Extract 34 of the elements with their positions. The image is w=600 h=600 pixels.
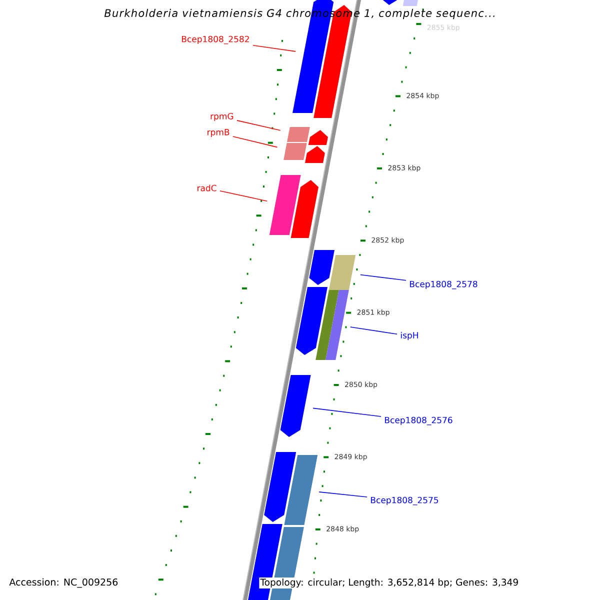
gene-block [296,287,328,355]
gene-block [287,127,310,142]
gene-block [309,250,334,285]
gene-block [264,452,296,522]
gene-label: radC [198,184,216,192]
gene-block [284,143,307,160]
gene-block [402,0,419,6]
gene-block [284,455,318,525]
leader-line [350,326,398,334]
leader-line [318,492,368,498]
gene-block [269,175,301,235]
gene-block [316,290,339,360]
gene-label: Bcep1808_2578 [410,280,478,290]
topology-text: Topology: circular; Length: 3,652,814 bp; Genes: 3,349 [259,578,520,588]
gene-label: rpmB [208,129,230,137]
leader-line [360,274,406,281]
gene-label: Bcep1808_2582 [182,36,249,44]
gene-block [280,375,311,437]
title: Burkholderia vietnamiensis G4 chromosome 1, complete sequenc... [104,8,494,20]
gene-label: rpmG [210,112,234,122]
leader-line [312,408,382,417]
gene-block [326,290,349,360]
leader-line [252,44,296,52]
gene-block [305,146,325,163]
gene-label: Bcep1808_2576 [385,416,452,426]
leader-line [232,136,278,148]
leader-line [236,120,281,131]
gene-block [308,130,328,145]
leader-line [220,190,268,202]
gene-block [290,180,318,238]
gene-label: Bcep1808_2575 [371,496,438,506]
accession-text: Accession: NC_009256 [9,578,118,588]
gene-label: ispH [401,332,418,340]
gene-block [328,255,356,290]
